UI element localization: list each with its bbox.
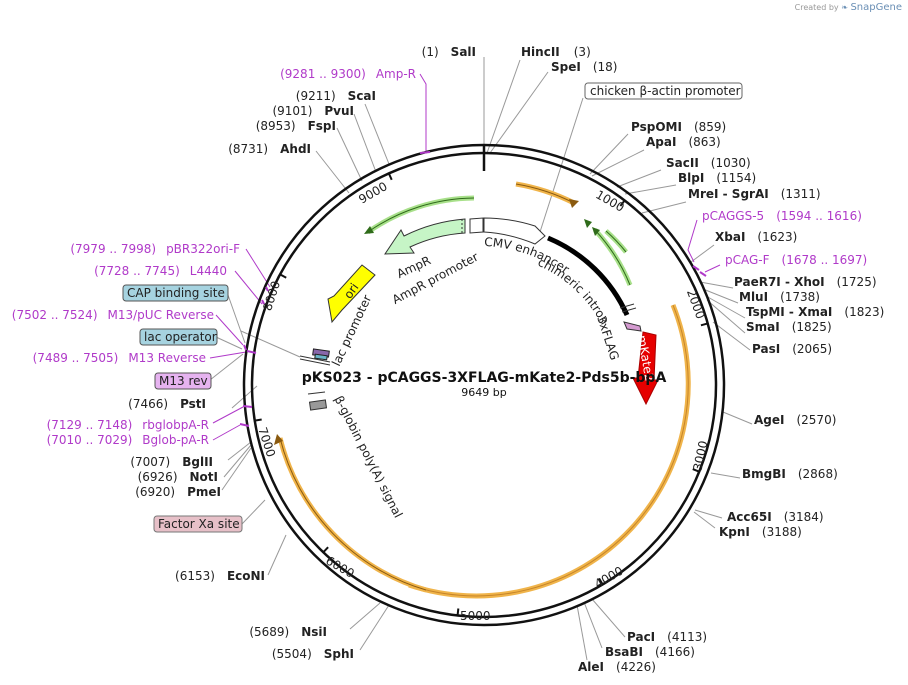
site-pmei: (6920)PmeI	[135, 485, 221, 499]
primer-l4440: (7728 .. 7745)L4440	[94, 264, 227, 278]
ring-tick-2000	[700, 322, 709, 327]
primer-marks	[239, 151, 707, 427]
ring-tick-3000	[692, 468, 701, 473]
ring-tick-8000	[278, 273, 287, 279]
site-alei: AleI(4226)	[578, 660, 656, 674]
tick-3000: 3000	[690, 439, 710, 472]
site-fspi: (8953)FspI	[256, 119, 336, 133]
site-psti: (7466)PstI	[128, 397, 206, 411]
ring-tick-4000	[598, 577, 605, 586]
site-mrei-sgrai: MreI - SgrAI(1311)	[688, 187, 821, 201]
primer-labels: (9281 .. 9300)Amp-R (7979 .. 7998)pBR322…	[12, 67, 867, 447]
site-nsii: (5689)NsiI	[249, 625, 327, 639]
site-pvui: (9101)PvuI	[272, 104, 354, 118]
site-bmgbi: BmgBI(2868)	[742, 467, 838, 481]
primer-m13-reverse: (7489 .. 7505)M13 Reverse	[33, 351, 206, 365]
site-acc65i: Acc65I(3184)	[727, 510, 824, 524]
site-sali: (1)SalI	[422, 45, 476, 59]
site-tspmi-xmai: TspMI - XmaI(1823)	[746, 305, 884, 319]
site-xbai: XbaI(1623)	[715, 230, 797, 244]
ring-tick-5000	[456, 608, 460, 617]
boxed-labels: chicken β-actin promoter CAP binding sit…	[122, 82, 743, 533]
primer-rbglobpa-r: (7129 .. 7148)rbglobpA-R	[47, 418, 209, 432]
site-noti: (6926)NotI	[138, 470, 218, 484]
tick-4000: 4000	[592, 564, 625, 591]
ring-tick-7000	[253, 418, 262, 422]
bglobin-label: β-globin poly(A) signal	[332, 394, 406, 521]
site-bglii: (7007)BglII	[130, 455, 213, 469]
ring-ticks	[253, 172, 709, 617]
primer-amp-r: (9281 .. 9300)Amp-R	[280, 67, 416, 81]
green-orf-arcs	[364, 195, 633, 286]
tick-8000: 8000	[260, 279, 283, 312]
backbone-ring	[242, 143, 726, 627]
site-spei: SpeI(18)	[551, 60, 617, 74]
primer-leader-lines	[209, 73, 721, 441]
cap-binding-site-label: CAP binding site	[127, 286, 225, 300]
orf-arcs	[274, 181, 691, 599]
site-agei: AgeI(2570)	[754, 413, 836, 427]
restriction-sites-left: (1)SalI (9211)ScaI (9101)PvuI (8953)FspI…	[128, 45, 476, 661]
lac-operator-label: lac operator	[144, 330, 217, 344]
restriction-sites-right: HincII(3) SpeI(18) PspOMI(859) ApaI(863)…	[521, 45, 884, 674]
snapgene-logo-icon: ❧	[841, 3, 848, 12]
tick-2000: 2000	[684, 287, 708, 320]
flag-feature	[623, 321, 642, 332]
m13-rev-label: M13 rev	[159, 374, 208, 388]
leader-lines	[209, 57, 753, 661]
site-kpni: KpnI(3188)	[719, 525, 802, 539]
tick-9000: 9000	[356, 179, 389, 206]
plasmid-name: pKS023 - pCAGGS-3XFLAG-mKate2-Pds5b-bpA	[302, 370, 667, 386]
flag-label: 3xFLAG	[594, 314, 622, 362]
tick-5000: 5000	[460, 609, 491, 623]
primer-bglob-pa-r: (7010 .. 7029)Bglob-pA-R	[47, 433, 209, 447]
factor-xa-site-label: Factor Xa site	[158, 517, 240, 531]
site-scai: (9211)ScaI	[296, 89, 376, 103]
site-paer7i-xhoi: PaeR7I - XhoI(1725)	[734, 275, 877, 289]
site-sphi: (5504)SphI	[272, 647, 354, 661]
site-bsabi: BsaBI(4166)	[605, 645, 695, 659]
site-apai: ApaI(863)	[646, 135, 721, 149]
site-ahdi: (8731)AhdI	[228, 142, 311, 156]
site-smai: SmaI(1825)	[746, 320, 832, 334]
ring-tick-6000	[321, 546, 329, 554]
site-econi: (6153)EcoNI	[175, 569, 265, 583]
mkate2-feature	[632, 331, 659, 406]
plasmid-length: 9649 bp	[461, 386, 506, 399]
primer-m13-puc-reverse: (7502 .. 7524)M13/pUC Reverse	[12, 308, 214, 322]
ring-tick-9000	[387, 172, 393, 181]
primer-pcaggs-5: pCAGGS-5(1594 .. 1616)	[702, 209, 862, 223]
chicken-actin-promoter-label: chicken β-actin promoter	[590, 84, 741, 98]
ring-tick-1000	[619, 199, 627, 207]
site-blpi: BlpI(1154)	[678, 171, 756, 185]
site-pasi: PasI(2065)	[752, 342, 832, 356]
chimeric-intron-feature	[547, 235, 630, 317]
primer-pbr322ori-f: (7979 .. 7998)pBR322ori-F	[70, 242, 240, 256]
cmv-enhancer-feature	[483, 217, 546, 245]
ampr-feature	[384, 218, 466, 255]
snapgene-credit: Created by ❧ SnapGene	[794, 2, 902, 13]
site-mlui: MluI(1738)	[739, 290, 820, 304]
site-sacii: SacII(1030)	[666, 156, 751, 170]
ori-feature	[327, 264, 376, 324]
site-hincii: HincII(3)	[521, 45, 591, 59]
site-pspomi: PspOMI(859)	[631, 120, 726, 134]
plasmid-title: pKS023 - pCAGGS-3XFLAG-mKate2-Pds5b-bpA …	[302, 370, 667, 399]
site-paci: PacI(4113)	[627, 630, 707, 644]
feature-arrows	[299, 217, 659, 411]
primer-pcag-f: pCAG-F(1678 .. 1697)	[725, 253, 867, 267]
